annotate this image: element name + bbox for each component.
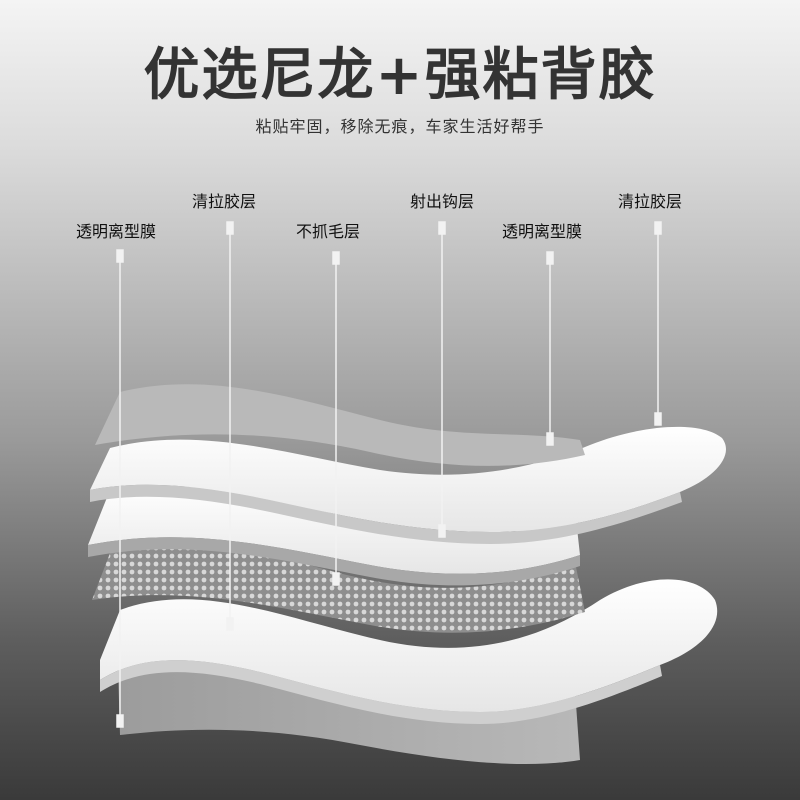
label-adhesive-layer-right: 清拉胶层 [618,192,683,211]
marker-top-4 [438,221,446,235]
marker-top-2 [226,221,234,235]
layer-bottom-adhesive [100,579,718,724]
marker-top-6 [654,221,662,235]
layer-top-adhesive [90,426,726,544]
headline: 优选尼龙+强粘背胶 [143,43,657,108]
layer-bottom-release-film [118,655,580,765]
label-anti-fuzz-layer: 不抓毛层 [296,222,361,241]
marker-top-1 [116,249,124,263]
marker-bottom-4 [438,524,446,538]
label-release-film-right: 透明离型膜 [502,222,583,241]
label-hook-layer: 射出钩层 [410,192,475,211]
marker-bottom-6 [654,412,662,426]
subheadline: 粘贴牢固，移除无痕，车家生活好帮手 [255,117,545,136]
marker-bottom-5 [546,432,554,446]
layer-hook-mesh [92,540,585,633]
layer-anti-fuzz [88,486,580,586]
marker-bottom-3 [332,572,340,586]
marker-top-3 [332,251,340,265]
label-release-film-left: 透明离型膜 [76,222,157,241]
marker-bottom-2 [226,617,234,631]
marker-top-5 [546,251,554,265]
layer-top-release-film [95,384,585,466]
label-adhesive-layer-left: 清拉胶层 [192,192,257,211]
marker-bottom-1 [116,714,124,728]
